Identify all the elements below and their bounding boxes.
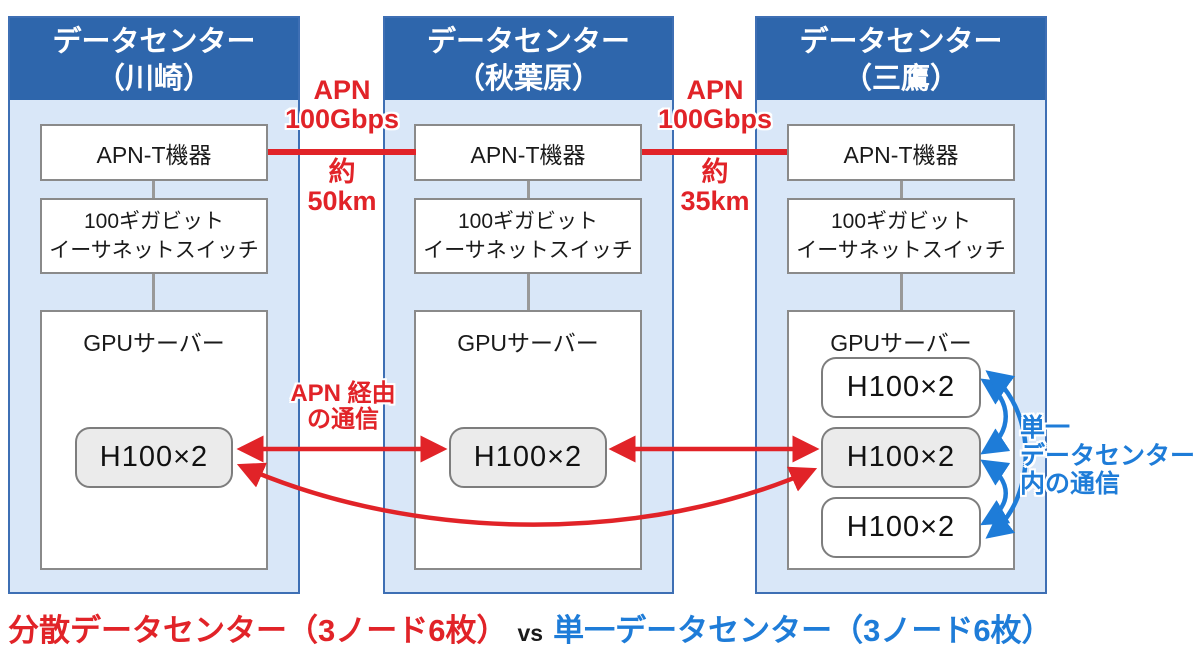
h100-label: H100×2 — [846, 371, 956, 403]
ethernet-switch-box-mitaka: 100ギガビット イーサネットスイッチ — [787, 198, 1015, 274]
datacenter-kawasaki-header: データセンター （川崎） — [10, 18, 298, 100]
datacenter-mitaka-header: データセンター （三鷹） — [757, 18, 1045, 100]
datacenter-location: （秋葉原） — [455, 63, 601, 96]
apn-link-line-2 — [642, 149, 787, 155]
gpu-server-label: GPUサーバー — [830, 330, 972, 356]
h100-gpu-box: H100×2 — [821, 497, 981, 558]
apn-link-label-2: APN 100Gbps — [615, 75, 815, 135]
apn-route-line1: APN 経由 — [290, 380, 396, 407]
ethernet-switch-box-kawasaki: 100ギガビット イーサネットスイッチ — [40, 198, 268, 274]
apn-t-box-mitaka: APN-T機器 — [787, 124, 1015, 181]
distance-label-2: 約 35km — [615, 157, 815, 217]
caption-single: 単一データセンター（3ノード6枚） — [553, 613, 1053, 648]
h100-label: H100×2 — [473, 441, 583, 473]
gpu-server-label: GPUサーバー — [83, 330, 225, 356]
h100-label: H100×2 — [846, 441, 956, 473]
switch-label-line1: 100ギガビット — [457, 209, 599, 233]
gpu-server-label: GPUサーバー — [457, 330, 599, 356]
h100-gpu-box: H100×2 — [75, 427, 233, 488]
apn-link-label-1: APN 100Gbps — [242, 75, 442, 135]
connector-line — [527, 274, 530, 310]
single-dc-line2: データセンター — [1020, 442, 1196, 470]
datacenter-akihabara-header: データセンター （秋葉原） — [385, 18, 672, 100]
single-dc-line3: 内の通信 — [1020, 470, 1121, 498]
h100-gpu-box: H100×2 — [821, 427, 981, 488]
datacenter-name: データセンター — [52, 26, 256, 58]
apn-route-annotation: APN 経由 の通信 — [243, 381, 443, 433]
connector-line — [152, 274, 155, 310]
switch-label-line2: イーサネットスイッチ — [796, 239, 1006, 262]
apn-link-line-1 — [268, 149, 416, 155]
km-label: 35km — [680, 186, 750, 217]
apn-t-box-kawasaki: APN-T機器 — [40, 124, 268, 181]
h100-label: H100×2 — [99, 441, 209, 473]
apn-route-line2: の通信 — [307, 405, 379, 433]
bandwidth-label: 100Gbps — [284, 104, 400, 135]
distance-label-1: 約 50km — [242, 157, 442, 217]
h100-gpu-box: H100×2 — [821, 357, 981, 418]
ethernet-switch-box-akihabara: 100ギガビット イーサネットスイッチ — [414, 198, 642, 274]
datacenter-name: データセンター — [426, 26, 630, 58]
approx-label: 約 — [701, 157, 729, 187]
single-dc-annotation: 単一 データセンター 内の通信 — [1020, 414, 1200, 498]
apn-t-label: APN-T機器 — [843, 141, 959, 168]
apn-t-box-akihabara: APN-T機器 — [414, 124, 642, 181]
apn-label: APN — [313, 75, 371, 105]
connector-line — [900, 181, 903, 198]
datacenter-location: （三鷹） — [842, 63, 959, 96]
connector-line — [900, 274, 903, 310]
caption-distributed: 分散データセンター（3ノード6枚） — [8, 613, 508, 648]
switch-label-line2: イーサネットスイッチ — [423, 239, 633, 262]
h100-gpu-box: H100×2 — [449, 427, 607, 488]
approx-label: 約 — [328, 157, 356, 187]
single-dc-line1: 単一 — [1020, 414, 1071, 442]
bandwidth-label: 100Gbps — [657, 104, 773, 135]
caption-vs: vs — [517, 620, 544, 646]
switch-label-line2: イーサネットスイッチ — [49, 239, 259, 262]
connector-line — [152, 181, 155, 198]
datacenter-name: データセンター — [799, 26, 1003, 58]
connector-line — [527, 181, 530, 198]
km-label: 50km — [307, 186, 377, 217]
datacenter-location: （川崎） — [95, 63, 212, 96]
apn-label: APN — [686, 75, 744, 105]
apn-t-label: APN-T機器 — [470, 141, 586, 168]
apn-t-label: APN-T機器 — [96, 141, 212, 168]
switch-label-line1: 100ギガビット — [830, 209, 972, 233]
comparison-caption: 分散データセンター（3ノード6枚） vs 単一データセンター（3ノード6枚） — [8, 605, 1053, 650]
h100-label: H100×2 — [846, 511, 956, 543]
switch-label-line1: 100ギガビット — [83, 209, 225, 233]
